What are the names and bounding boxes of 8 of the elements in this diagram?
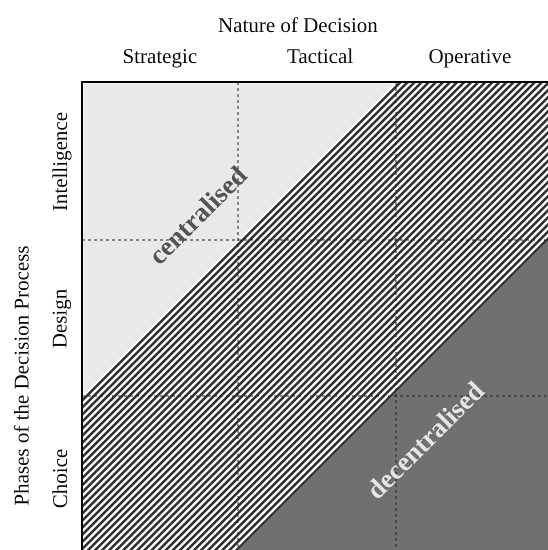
row-header: Design: [49, 288, 70, 348]
column-header: Strategic: [122, 46, 198, 66]
row-header: Choice: [50, 448, 71, 508]
axis-title: Nature of Decision: [218, 14, 378, 36]
column-header: Tactical: [287, 46, 354, 66]
row-header: Intelligence: [50, 111, 71, 211]
axis-title: Phases of the Decision Process: [12, 244, 33, 506]
column-header: Operative: [428, 46, 512, 66]
